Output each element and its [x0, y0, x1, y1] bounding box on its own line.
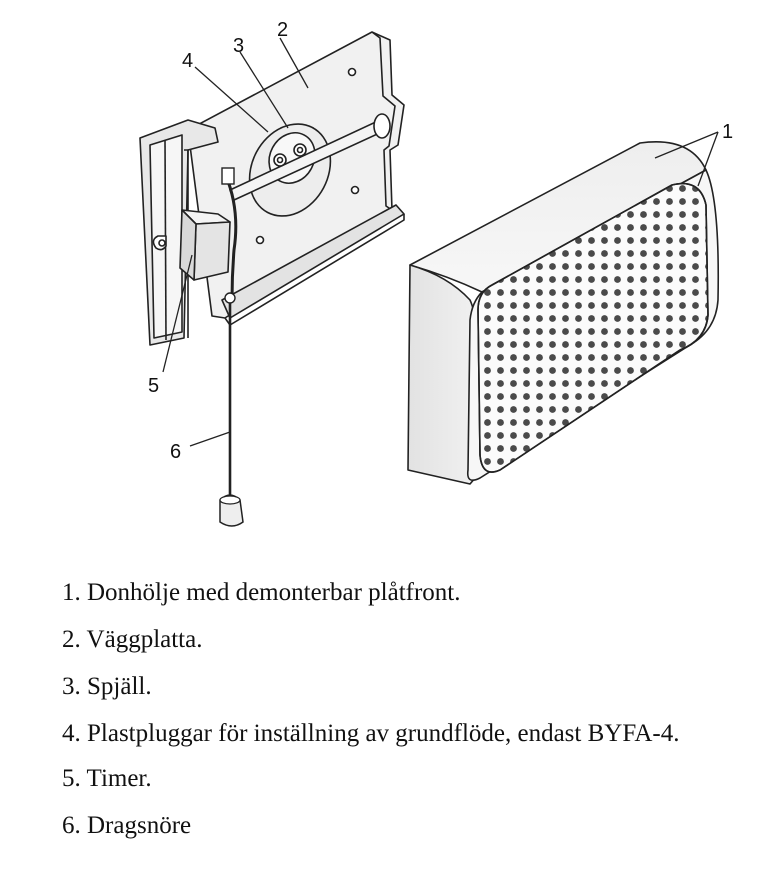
pull-cord	[219, 167, 244, 527]
callout-6: 6	[170, 441, 181, 463]
legend-item-5: 5. Timer.	[62, 765, 152, 792]
callout-3: 3	[233, 35, 244, 57]
damper	[228, 113, 391, 217]
callout-5: 5	[148, 375, 159, 397]
legend-item-1: 1. Donhölje med demonterbar plåtfront.	[62, 579, 461, 606]
callout-4: 4	[182, 50, 193, 72]
legend-item-6: 6. Dragsnöre	[62, 812, 192, 839]
exploded-diagram: 1 2 3 4 5 6	[139, 19, 733, 527]
sound-cover	[407, 141, 720, 485]
legend-item-2: 2. Väggplatta.	[62, 626, 203, 653]
callout-2: 2	[277, 19, 288, 41]
leader-lines	[162, 37, 719, 447]
legend-item-4: 4. Plastpluggar för inställning av grund…	[62, 720, 680, 747]
parts-legend: 1. Donhölje med demonterbar plåtfront. 2…	[62, 578, 752, 858]
callout-1: 1	[722, 121, 733, 143]
timer	[179, 209, 231, 281]
legend-item-3: 3. Spjäll.	[62, 673, 152, 700]
